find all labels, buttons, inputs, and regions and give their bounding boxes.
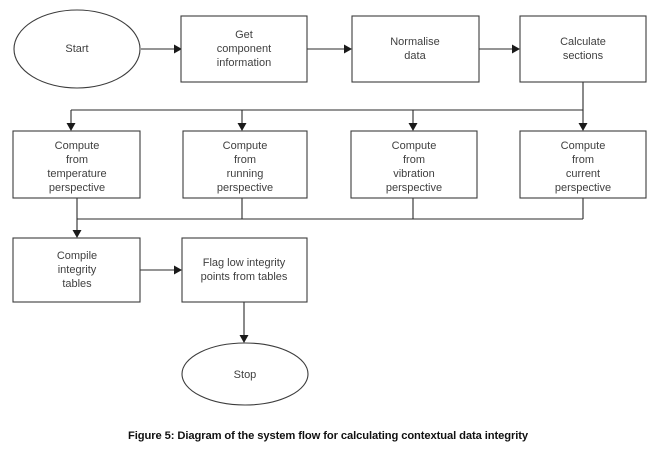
compute-running-line2: from <box>234 154 256 166</box>
compute-vibration-line2: from <box>403 154 425 166</box>
compute-running-box <box>182 130 308 199</box>
arrowhead-icon <box>512 44 520 54</box>
node-normalise[interactable]: Normalise data <box>351 15 480 83</box>
node-stop[interactable]: Stop <box>181 342 309 406</box>
compute-vibration-box <box>350 130 478 199</box>
get-component-line3: information <box>217 57 271 69</box>
start-ellipse <box>13 9 141 89</box>
flag-low-integrity-line2: points from tables <box>201 271 288 283</box>
arrowhead-icon <box>72 230 82 238</box>
compute-vibration-line3: vibration <box>393 168 435 180</box>
compute-vibration-line1: Compute <box>392 140 437 152</box>
flag-low-integrity-line1: Flag low integrity <box>203 257 286 269</box>
node-compute-running[interactable]: Compute from running perspective <box>182 130 308 199</box>
arrowhead-icon <box>66 123 76 131</box>
arrowhead-icon <box>239 335 249 343</box>
normalise-box <box>351 15 480 83</box>
figure-caption: Figure 5: Diagram of the system flow for… <box>128 430 528 442</box>
compute-temperature-box <box>12 130 141 199</box>
arrowhead-icon <box>408 123 418 131</box>
compute-vibration-line4: perspective <box>386 182 442 194</box>
arrowhead-icon <box>174 44 182 54</box>
arrowhead-icon <box>237 123 247 131</box>
compute-running-line1: Compute <box>223 140 268 152</box>
compute-running-line3: running <box>227 168 264 180</box>
calculate-sections-line2: sections <box>563 50 604 62</box>
normalise-line2: data <box>404 50 426 62</box>
compute-current-line1: Compute <box>561 140 606 152</box>
get-component-box <box>180 15 308 83</box>
compute-current-line4: perspective <box>555 182 611 194</box>
compile-tables-line3: tables <box>62 278 92 290</box>
stop-label: Stop <box>234 369 257 381</box>
flowchart-canvas: Start Get component information Normalis… <box>12 9 647 406</box>
get-component-line2: component <box>217 43 271 55</box>
arrowhead-icon <box>344 44 352 54</box>
compute-running-line4: perspective <box>217 182 273 194</box>
flag-low-integrity-box <box>181 237 308 303</box>
arrowhead-icon <box>174 265 182 275</box>
compute-current-line3: current <box>566 168 600 180</box>
node-compute-temperature[interactable]: Compute from temperature perspective <box>12 130 141 199</box>
node-compile-tables[interactable]: Compile integrity tables <box>12 237 141 303</box>
node-compute-current[interactable]: Compute from current perspective <box>519 130 647 199</box>
start-label: Start <box>65 43 88 55</box>
compile-tables-line2: integrity <box>58 264 97 276</box>
calculate-sections-line1: Calculate <box>560 36 606 48</box>
edge-layer <box>66 44 588 343</box>
node-flag-low-integrity[interactable]: Flag low integrity points from tables <box>181 237 308 303</box>
stop-ellipse <box>181 342 309 406</box>
node-start[interactable]: Start <box>13 9 141 89</box>
edge-calculate-sections-bus <box>71 82 584 111</box>
normalise-line1: Normalise <box>390 36 440 48</box>
compile-tables-box <box>12 237 141 303</box>
compute-temperature-line4: perspective <box>49 182 105 194</box>
arrowhead-icon <box>578 123 588 131</box>
compute-temperature-line3: temperature <box>47 168 106 180</box>
calculate-sections-box <box>519 15 647 83</box>
get-component-line1: Get <box>235 29 253 41</box>
node-get-component[interactable]: Get component information <box>180 15 308 83</box>
compute-temperature-line1: Compute <box>55 140 100 152</box>
node-calculate-sections[interactable]: Calculate sections <box>519 15 647 83</box>
compile-tables-line1: Compile <box>57 250 97 262</box>
compute-temperature-line2: from <box>66 154 88 166</box>
node-compute-vibration[interactable]: Compute from vibration perspective <box>350 130 478 199</box>
compute-current-box <box>519 130 647 199</box>
compute-current-line2: from <box>572 154 594 166</box>
